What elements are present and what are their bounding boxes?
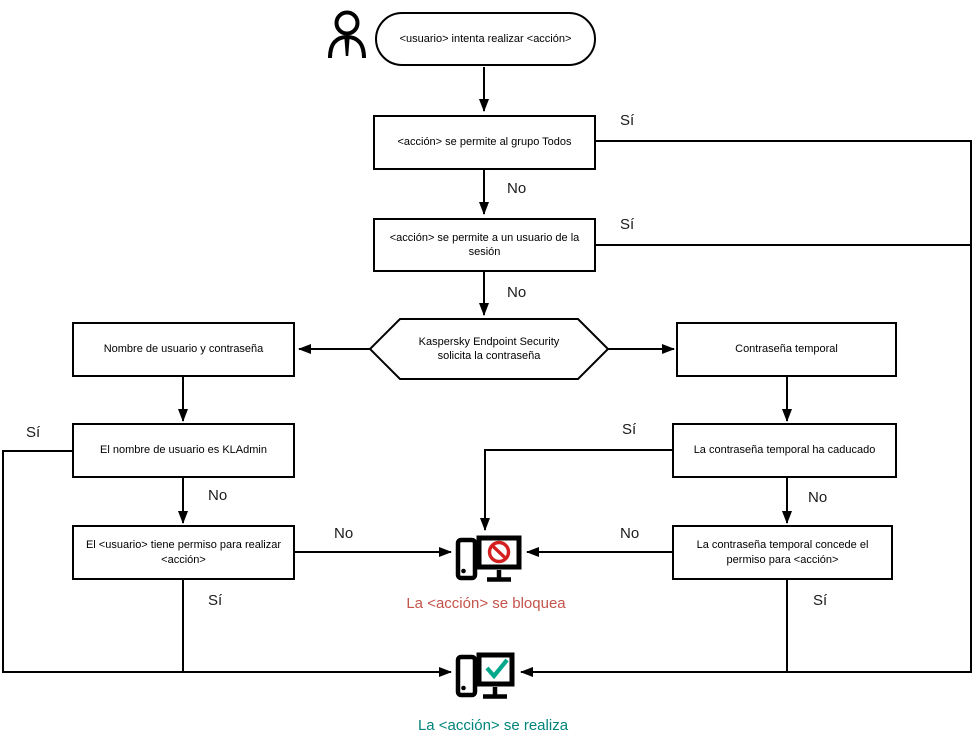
edge-label-everyone-no: No	[507, 180, 527, 197]
edge-expired-yes-to-blocked	[480, 449, 672, 531]
decision-hexagon	[368, 318, 610, 380]
edge-label-permission-yes: Sí	[208, 592, 223, 609]
node-temp-password-expired: La contraseña temporal ha caducado	[672, 423, 897, 478]
node-temp-password: Contraseña temporal	[676, 322, 897, 377]
node-password-prompt: Kaspersky Endpoint Security solicita la …	[418, 335, 560, 362]
node-temp-password-grants: La contraseña temporal concede el permis…	[672, 525, 893, 580]
edge-label-kladmin-yes: Sí	[26, 424, 41, 441]
edge-label-permission-no: No	[334, 525, 354, 542]
edge-kladmin-yes-to-performed	[2, 450, 452, 677]
edge-label-expired-no: No	[808, 489, 828, 506]
node-username-is-kladmin: El nombre de usuario es KLAdmin	[72, 423, 295, 478]
status-action-performed: La <acción> se realiza	[417, 717, 569, 734]
edge-label-expired-yes: Sí	[622, 421, 637, 438]
node-allowed-session-user: <acción> se permite a un usuario de la s…	[373, 218, 596, 272]
edge-label-grants-no: No	[620, 525, 640, 542]
node-start: <usuario> intenta realizar <acción>	[375, 12, 596, 66]
edge-label-everyone-yes: Sí	[620, 112, 635, 129]
edge-everyone-yes-to-performed	[520, 140, 972, 677]
node-username-password: Nombre de usuario y contraseña	[72, 322, 295, 377]
node-allowed-everyone: <acción> se permite al grupo Todos	[373, 115, 596, 170]
edge-label-grants-yes: Sí	[813, 592, 828, 609]
edge-label-session-no: No	[507, 284, 527, 301]
allowed-computer-icon	[455, 652, 515, 699]
node-user-has-permission: El <usuario> tiene permiso para realizar…	[72, 525, 295, 580]
person-icon	[328, 10, 366, 59]
blocked-computer-icon	[455, 535, 522, 582]
edge-label-session-yes: Sí	[620, 216, 635, 233]
edge-label-kladmin-no: No	[208, 487, 228, 504]
status-action-blocked: La <acción> se bloquea	[406, 595, 566, 612]
